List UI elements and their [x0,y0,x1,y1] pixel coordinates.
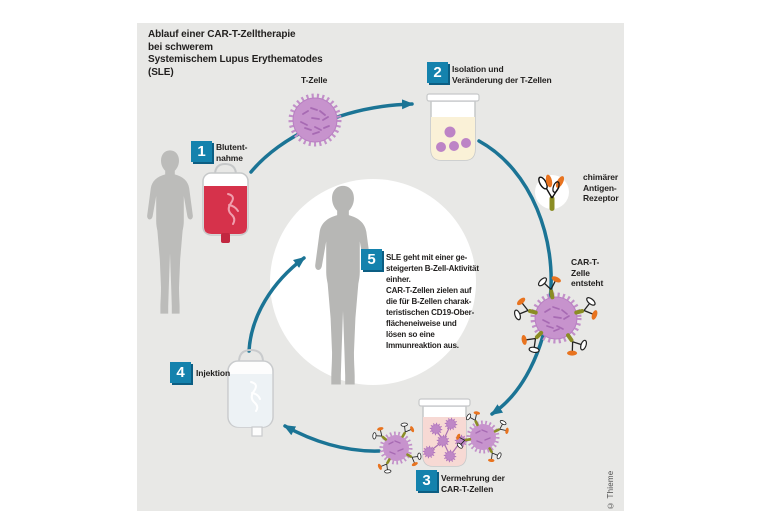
copyright: © Thieme [606,470,615,510]
arrow-step3-to-step4 [283,424,381,453]
beaker-expansion-icon [418,398,471,467]
label-car-t-forms: CAR-T- Zelle entsteht [571,257,604,289]
car-t-cell-small-icon [369,419,425,477]
step4-label: Injektion [196,368,231,378]
beaker-isolation-icon [426,93,480,161]
step5-badge: 5 [361,249,382,270]
t-cell-icon [288,93,342,147]
label-t-cell: T-Zelle [301,75,328,85]
step2-badge: 2 [427,62,448,83]
label-receptor: chimärer Antigen- Rezeptor [583,172,619,204]
step1-badge: 1 [191,141,212,162]
step2-label: Isolation und Veränderung der T-Zellen [452,64,552,85]
step1-label: Blutent- nahme [216,142,248,163]
blood-bag-icon [202,162,249,243]
step5-text: SLE geht mit einer ge- steigerten B-Zell… [386,253,479,350]
step4-badge: 4 [170,362,191,383]
iv-bag-icon [227,348,274,437]
car-t-cell-icon [510,272,602,361]
diagram-title: Ablauf einer CAR-T-Zelltherapie bei schw… [148,29,323,78]
step3-badge: 3 [416,470,437,491]
car-receptor-icon [535,174,569,211]
car-t-cell-small-icon [454,408,512,466]
step3-label: Vermehrung der CAR-T-Zellen [441,473,505,494]
arrow-step4-to-patient [247,256,306,353]
donor-silhouette [147,150,193,314]
